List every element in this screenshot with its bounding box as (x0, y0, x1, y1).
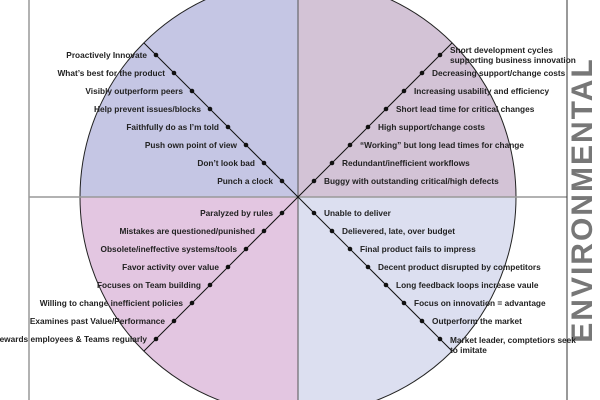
dot-marker (437, 336, 443, 342)
top-left-label: Don’t look bad (197, 158, 255, 168)
dot-marker (279, 178, 285, 184)
dot-marker (329, 160, 335, 166)
dot-marker (243, 246, 249, 252)
top-right-label: Buggy with outstanding critical/high def… (324, 176, 499, 186)
quadrant-top-right (297, 0, 517, 198)
dot-marker (279, 210, 285, 216)
top-left-label: Faithfully do as I’m told (126, 122, 219, 132)
dot-marker (153, 336, 159, 342)
bottom-left-label: Examines past Value/Performance (29, 316, 165, 326)
quadrant-bottom-left (79, 196, 299, 400)
top-right-label: High support/change costs (378, 122, 485, 132)
dot-marker (347, 142, 353, 148)
top-left-label: Help prevent issues/blocks (94, 104, 201, 114)
bottom-left-label: Focuses on Team building (96, 280, 201, 290)
bottom-left-label: Willing to change inefficient policies (39, 298, 183, 308)
dot-marker (383, 282, 389, 288)
bottom-right-label: Unable to deliver (324, 208, 391, 218)
top-right-label: Redundant/inefficient workflows (342, 158, 470, 168)
dot-marker (365, 124, 371, 130)
top-right-label: Short lead time for critical changes (396, 104, 535, 114)
dot-marker (365, 264, 371, 270)
bottom-left-label: Mistakes are questioned/punished (119, 226, 255, 236)
bottom-left-label: Obsolete/ineffective systems/tools (100, 244, 238, 254)
top-left-label: Proactively Innovate (66, 50, 147, 60)
quadrant-bottom-right (297, 196, 517, 400)
top-right-label: “Working” but long lead times for change (360, 140, 524, 150)
dot-marker (153, 52, 159, 58)
top-left-label: Push own point of view (144, 140, 237, 150)
bottom-left-label: Rewards employees & Teams regularly (0, 334, 147, 344)
dot-marker (171, 318, 177, 324)
bottom_right-diagonal (297, 196, 453, 352)
bottom-right-label: Market leader, comptetiors seek to imita… (450, 335, 576, 355)
top_left-diagonal (143, 42, 299, 198)
dot-marker (401, 88, 407, 94)
bottom_left-diagonal (143, 196, 299, 352)
dot-marker (401, 300, 407, 306)
top-left-label: Punch a clock (217, 176, 273, 186)
dot-marker (207, 282, 213, 288)
bottom-right-label: Long feedback loops increase vaule (396, 280, 539, 290)
dot-marker (225, 124, 231, 130)
bottom-right-label: Outperform the market (432, 316, 522, 326)
dot-marker (261, 160, 267, 166)
bottom-right-label: Decent product disrupted by competitors (378, 262, 541, 272)
top_right-diagonal (297, 42, 453, 198)
bottom-right-label: Delievered, late, over budget (342, 226, 455, 236)
quadrant-top-left (79, 0, 299, 198)
dot-marker (383, 106, 389, 112)
top-right-label: Increasing usability and efficiency (414, 86, 550, 96)
top-right-label: Decreasing support/change costs (432, 68, 566, 78)
dot-marker (311, 178, 317, 184)
dot-marker (243, 142, 249, 148)
top-left-label: What’s best for the product (57, 68, 165, 78)
bottom-left-label: Favor activity over value (122, 262, 219, 272)
dot-marker (171, 70, 177, 76)
dot-marker (311, 210, 317, 216)
bottom-right-label: Focus on innovation = advantage (414, 298, 546, 308)
dot-marker (419, 70, 425, 76)
dot-marker (347, 246, 353, 252)
bottom-left-label: Paralyzed by rules (200, 208, 273, 218)
dot-marker (189, 88, 195, 94)
top-right-label: Short development cycles supporting busi… (450, 45, 576, 65)
top-left-label: Visibly outperform peers (85, 86, 183, 96)
environmental-label: ENVIRONMENTAL (566, 57, 599, 343)
dot-marker (437, 52, 443, 58)
dot-marker (207, 106, 213, 112)
dot-marker (329, 228, 335, 234)
bottom-right-label: Final product fails to impress (360, 244, 476, 254)
dot-marker (189, 300, 195, 306)
dot-marker (261, 228, 267, 234)
dot-marker (419, 318, 425, 324)
dot-marker (225, 264, 231, 270)
